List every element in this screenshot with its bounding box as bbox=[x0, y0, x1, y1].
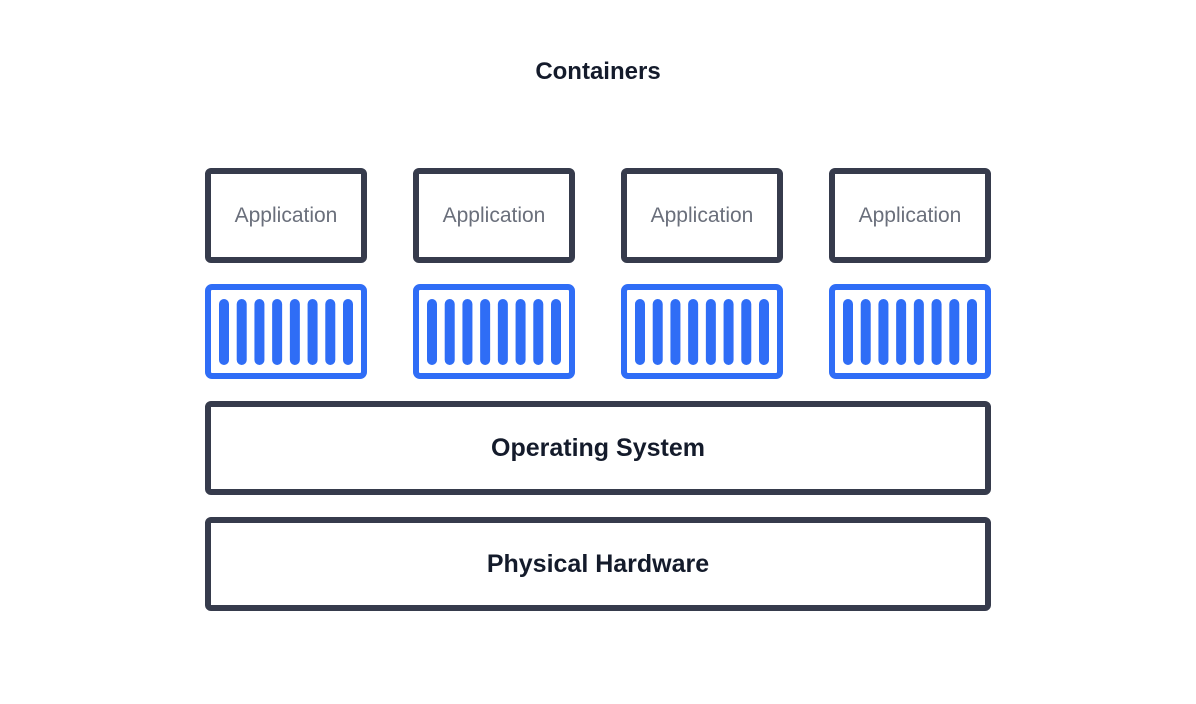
container-slat bbox=[705, 298, 716, 365]
container-slat bbox=[741, 298, 752, 365]
application-box-3: Application bbox=[621, 168, 783, 263]
container-slat bbox=[444, 298, 455, 365]
diagram-title: Containers bbox=[535, 58, 661, 85]
operating-system-layer: Operating System bbox=[205, 401, 991, 495]
container-slat bbox=[307, 298, 318, 365]
container-slat bbox=[635, 298, 645, 365]
container-slat bbox=[497, 298, 508, 365]
container-slat bbox=[688, 298, 699, 365]
container-slat bbox=[325, 298, 336, 365]
container-slat bbox=[551, 298, 561, 365]
container-slat bbox=[843, 298, 853, 365]
container-slat bbox=[219, 298, 229, 365]
container-slats-icon bbox=[635, 298, 769, 365]
container-slat bbox=[289, 298, 300, 365]
container-slat bbox=[723, 298, 734, 365]
container-slats-icon bbox=[219, 298, 353, 365]
container-slat bbox=[967, 298, 977, 365]
container-slat bbox=[272, 298, 283, 365]
container-slat bbox=[254, 298, 265, 365]
container-slat bbox=[480, 298, 491, 365]
container-slat bbox=[913, 298, 924, 365]
application-box-1: Application bbox=[205, 168, 367, 263]
container-box-4 bbox=[829, 284, 991, 379]
container-slat bbox=[931, 298, 942, 365]
container-slats-icon bbox=[843, 298, 977, 365]
container-slat bbox=[759, 298, 769, 365]
container-slat bbox=[670, 298, 681, 365]
physical-hardware-layer: Physical Hardware bbox=[205, 517, 991, 611]
container-slat bbox=[896, 298, 907, 365]
container-slat bbox=[533, 298, 544, 365]
container-box-1 bbox=[205, 284, 367, 379]
application-box-4: Application bbox=[829, 168, 991, 263]
container-slat bbox=[652, 298, 663, 365]
container-slat bbox=[236, 298, 247, 365]
container-slat bbox=[878, 298, 889, 365]
container-slat bbox=[949, 298, 960, 365]
container-box-2 bbox=[413, 284, 575, 379]
application-box-2: Application bbox=[413, 168, 575, 263]
container-slat bbox=[860, 298, 871, 365]
container-slat bbox=[515, 298, 526, 365]
container-slat bbox=[427, 298, 437, 365]
container-box-3 bbox=[621, 284, 783, 379]
container-slats-icon bbox=[427, 298, 561, 365]
container-slat bbox=[343, 298, 353, 365]
container-slat bbox=[462, 298, 473, 365]
